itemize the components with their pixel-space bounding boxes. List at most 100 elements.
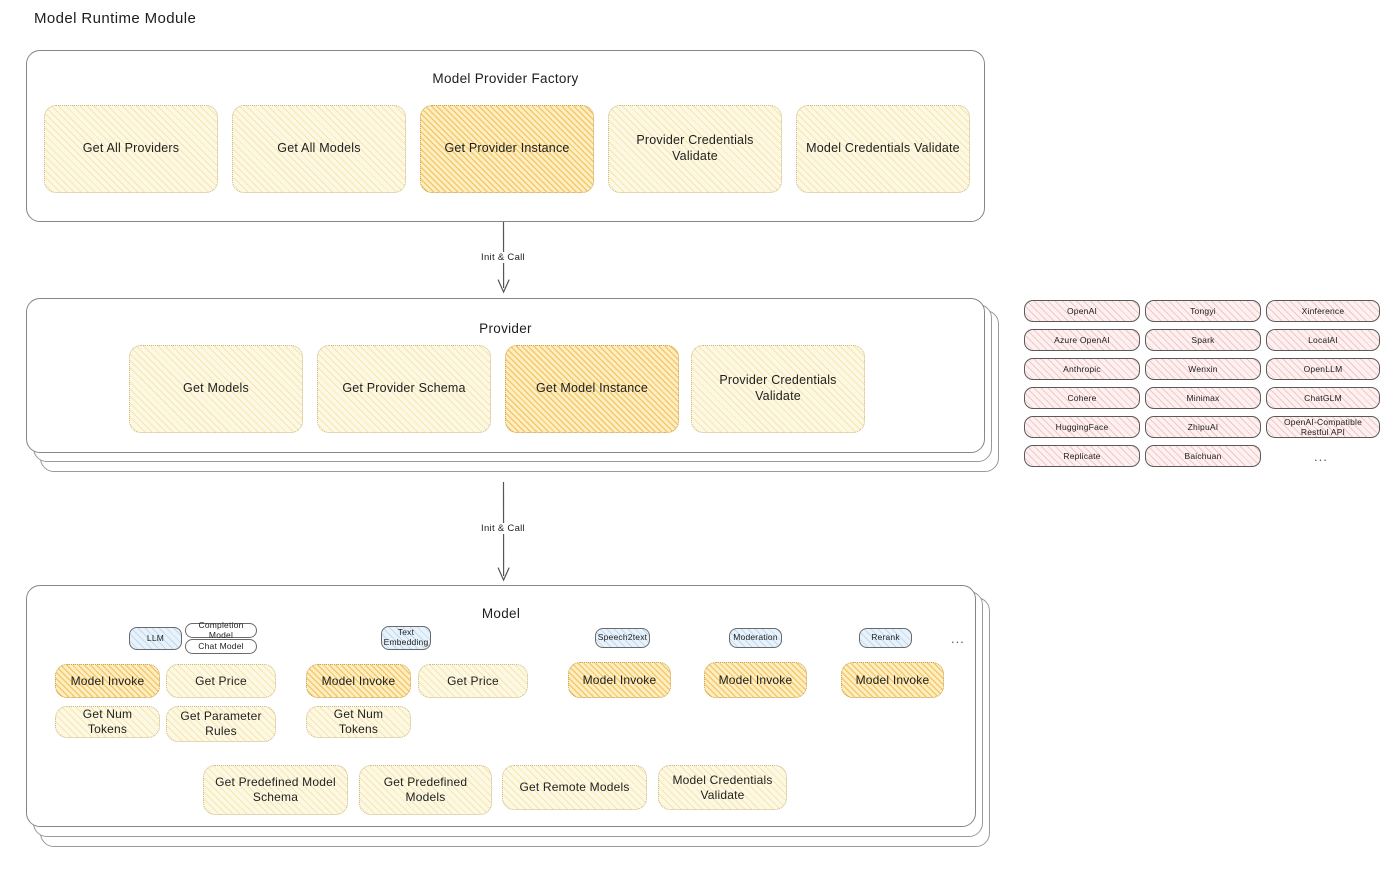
provider-box-get-provider-schema[interactable]: Get Provider Schema [317, 345, 491, 433]
provider-chip-label: ChatGLM [1304, 393, 1342, 403]
model-box-text-embedding-get-num-tokens[interactable]: Get Num Tokens [306, 706, 411, 738]
model-box-label: Model Credentials Validate [672, 772, 773, 802]
provider-list-more-ellipsis: ... [1314, 449, 1328, 464]
factory-box-label: Get All Providers [82, 141, 180, 156]
model-box-get-predefined-models[interactable]: Get Predefined Models [359, 765, 492, 815]
model-provider-factory-title: Model Provider Factory [432, 71, 579, 86]
model-box-label: Model Invoke [718, 672, 793, 687]
model-badge-label: Chat Model [198, 640, 244, 651]
model-box-llm-get-parameter-rules[interactable]: Get Parameter Rules [166, 706, 276, 742]
provider-chip-label: OpenAI [1066, 306, 1098, 316]
model-badge-label: Text Embedding [383, 627, 429, 647]
model-badge-label: Completion Model [198, 619, 244, 640]
page-title: Model Runtime Module [34, 10, 197, 27]
model-badge-llm[interactable]: LLM [129, 627, 182, 650]
provider-box-get-model-instance[interactable]: Get Model Instance [505, 345, 679, 433]
provider-list: OpenAI Azure OpenAI Anthropic Cohere Hug… [1024, 300, 1380, 475]
provider-chip-label: Spark [1191, 335, 1215, 345]
provider-chip-label: Azure OpenAI [1054, 335, 1110, 345]
provider-chip-azure-openai[interactable]: Azure OpenAI [1024, 329, 1140, 351]
provider-chip-label: Tongyi [1190, 306, 1216, 316]
provider-chip-huggingface[interactable]: HuggingFace [1024, 416, 1140, 438]
model-title: Model [481, 606, 521, 621]
arrow-label-init-and-call-2: Init & Call [478, 523, 528, 534]
model-badge-text-embedding[interactable]: Text Embedding [381, 626, 431, 650]
model-box-speech2text-model-invoke[interactable]: Model Invoke [568, 662, 671, 698]
model-box-label: Get Price [195, 673, 247, 688]
provider-chip-chatglm[interactable]: ChatGLM [1266, 387, 1380, 409]
provider-chip-localai[interactable]: LocalAI [1266, 329, 1380, 351]
provider-chip-wenxin[interactable]: Wenxin [1145, 358, 1261, 380]
factory-box-get-provider-instance[interactable]: Get Provider Instance [420, 105, 594, 193]
provider-chip-spark[interactable]: Spark [1145, 329, 1261, 351]
provider-chip-label: LocalAI [1308, 335, 1338, 345]
provider-chip-openllm[interactable]: OpenLLM [1266, 358, 1380, 380]
model-box-get-remote-models[interactable]: Get Remote Models [502, 765, 647, 810]
model-groups-more-ellipsis: ... [951, 631, 965, 646]
model-box-label: Get Remote Models [519, 780, 630, 794]
model-badge-rerank[interactable]: Rerank [859, 628, 912, 648]
provider-box-provider-credentials-validate[interactable]: Provider Credentials Validate [691, 345, 865, 433]
model-box-rerank-model-invoke[interactable]: Model Invoke [841, 662, 944, 698]
factory-box-label: Get Provider Instance [444, 141, 570, 156]
model-box-label: Get Price [447, 673, 499, 688]
model-box-label: Model Invoke [70, 673, 145, 688]
factory-box-model-credentials-validate[interactable]: Model Credentials Validate [796, 105, 970, 193]
factory-box-label: Get All Models [277, 141, 361, 156]
provider-chip-tongyi[interactable]: Tongyi [1145, 300, 1261, 322]
model-box-label: Get Predefined Model Schema [215, 775, 336, 804]
model-box-text-embedding-get-price[interactable]: Get Price [418, 664, 528, 698]
provider-chip-label: Anthropic [1063, 364, 1101, 374]
model-badge-speech2text[interactable]: Speech2text [595, 628, 650, 648]
provider-chip-baichuan[interactable]: Baichuan [1145, 445, 1261, 467]
model-box-llm-get-num-tokens[interactable]: Get Num Tokens [55, 706, 160, 738]
provider-chip-label: OpenLLM [1303, 364, 1343, 374]
provider-chip-xinference[interactable]: Xinference [1266, 300, 1380, 322]
provider-chip-label: Replicate [1063, 451, 1101, 461]
provider-title: Provider [479, 321, 532, 336]
model-box-model-credentials-validate[interactable]: Model Credentials Validate [658, 765, 787, 810]
factory-box-get-all-providers[interactable]: Get All Providers [44, 105, 218, 193]
model-box-label: Get Num Tokens [82, 707, 133, 736]
factory-box-provider-credentials-validate[interactable]: Provider Credentials Validate [608, 105, 782, 193]
provider-chip-openai[interactable]: OpenAI [1024, 300, 1140, 322]
provider-chip-label: Minimax [1186, 393, 1220, 403]
provider-chip-label: HuggingFace [1055, 422, 1109, 432]
model-box-label: Get Parameter Rules [180, 709, 262, 738]
model-badge-label: LLM [146, 632, 165, 643]
model-box-label: Model Invoke [582, 672, 657, 687]
model-box-label: Get Predefined Models [383, 775, 468, 804]
provider-chip-minimax[interactable]: Minimax [1145, 387, 1261, 409]
model-frame: Model [26, 585, 976, 827]
model-box-get-predefined-model-schema[interactable]: Get Predefined Model Schema [203, 765, 348, 815]
provider-chip-label: Wenxin [1188, 364, 1218, 374]
model-box-moderation-model-invoke[interactable]: Model Invoke [704, 662, 807, 698]
model-badge-moderation[interactable]: Moderation [729, 628, 782, 648]
provider-chip-anthropic[interactable]: Anthropic [1024, 358, 1140, 380]
provider-chip-label: ZhipuAI [1187, 422, 1219, 432]
provider-box-label: Get Models [183, 381, 249, 396]
provider-box-label: Get Provider Schema [342, 381, 466, 396]
provider-chip-zhipuai[interactable]: ZhipuAI [1145, 416, 1261, 438]
model-badge-chat-model[interactable]: Chat Model [185, 639, 257, 654]
factory-box-label: Provider Credentials Validate [636, 133, 754, 163]
provider-chip-label: Baichuan [1184, 451, 1222, 461]
arrow-provider-to-model [497, 482, 510, 582]
arrow-label-init-and-call-1: Init & Call [478, 252, 528, 263]
model-box-text-embedding-model-invoke[interactable]: Model Invoke [306, 664, 411, 698]
model-box-llm-get-price[interactable]: Get Price [166, 664, 276, 698]
factory-box-label: Model Credentials Validate [806, 141, 960, 156]
model-badge-completion-model[interactable]: Completion Model [185, 619, 257, 640]
model-badge-label: Rerank [871, 632, 900, 643]
provider-chip-cohere[interactable]: Cohere [1024, 387, 1140, 409]
factory-box-get-all-models[interactable]: Get All Models [232, 105, 406, 193]
model-box-label: Get Num Tokens [333, 707, 384, 736]
model-box-llm-model-invoke[interactable]: Model Invoke [55, 664, 160, 698]
model-box-label: Model Invoke [321, 673, 396, 688]
provider-chip-label: Xinference [1301, 306, 1345, 316]
provider-chip-openai-compatible-restful-api[interactable]: OpenAI-Compatible Restful API [1266, 416, 1380, 438]
provider-box-label: Provider Credentials Validate [719, 373, 837, 403]
provider-box-get-models[interactable]: Get Models [129, 345, 303, 433]
provider-box-label: Get Model Instance [536, 381, 648, 396]
provider-chip-replicate[interactable]: Replicate [1024, 445, 1140, 467]
